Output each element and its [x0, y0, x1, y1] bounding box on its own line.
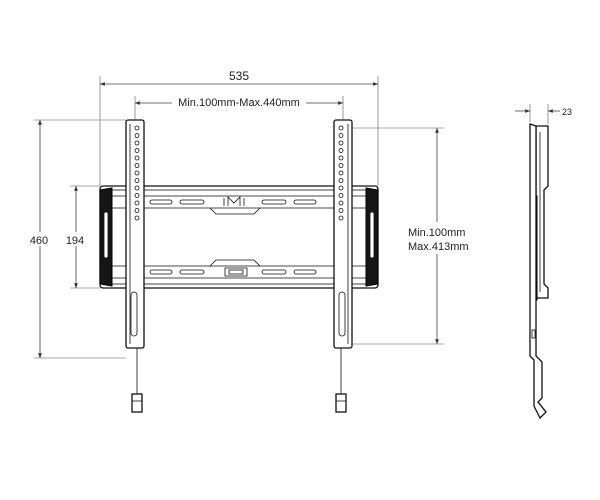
left-arm-hole — [134, 133, 140, 138]
right-arm-hole — [338, 200, 344, 206]
right-arm-hole — [338, 133, 344, 138]
dimension-overall-height: 460 — [24, 119, 126, 359]
dimension-overall-width: 535 — [99, 69, 379, 186]
bubble-level — [224, 267, 248, 277]
right-arm-hole — [338, 125, 344, 131]
right-arm-hole — [338, 163, 344, 168]
side-view: 23 — [515, 104, 572, 420]
right-arm-hole — [338, 185, 344, 191]
overall-height-label: 460 — [30, 235, 48, 247]
wall-plate — [99, 185, 379, 289]
left-arm-hole — [134, 148, 140, 153]
front-view: 535 Min.100mm-Max.440mm 460 194 — [24, 69, 474, 413]
left-arm-hole — [134, 163, 140, 168]
right-arm-hole — [338, 178, 344, 183]
right-vertical-arm — [333, 119, 353, 413]
right-arm-hole — [338, 193, 344, 198]
dimension-vesa-horizontal: Min.100mm-Max.440mm — [134, 94, 344, 120]
left-arm-hole — [134, 140, 140, 146]
dimension-depth: 23 — [515, 104, 572, 124]
left-spacer-pad — [99, 187, 113, 287]
vesa-vertical-max-label: Max.413mm — [408, 241, 469, 253]
side-vertical-arm — [529, 123, 547, 420]
overall-width-label: 535 — [229, 69, 249, 83]
dimension-bracket-height: 194 — [60, 185, 100, 289]
left-arm-hole — [134, 170, 140, 176]
left-arm-hole — [134, 215, 140, 221]
left-arm-hole — [134, 200, 140, 206]
right-arm-holes — [338, 125, 344, 221]
left-arm-hole — [134, 185, 140, 191]
right-arm-hole — [338, 215, 344, 221]
left-arm-hole — [134, 193, 140, 198]
right-arm-hole — [338, 140, 344, 146]
right-arm-hole — [338, 208, 344, 213]
left-vertical-arm — [125, 119, 145, 413]
depth-label: 23 — [562, 107, 572, 117]
vesa-vertical-min-label: Min.100mm — [408, 227, 465, 239]
dimension-vesa-vertical: Min.100mm Max.413mm — [352, 127, 474, 345]
right-arm-hole — [338, 155, 344, 161]
right-arm-hole — [338, 170, 344, 176]
right-safety-lock — [335, 393, 347, 413]
side-wall-plate — [535, 125, 549, 299]
right-spacer-pad — [365, 187, 379, 287]
vesa-horizontal-label: Min.100mm-Max.440mm — [178, 97, 300, 109]
left-arm-hole — [134, 208, 140, 213]
right-arm-hole — [338, 148, 344, 153]
left-arm-hole — [134, 155, 140, 161]
bracket-height-label: 194 — [66, 235, 84, 247]
left-safety-lock — [131, 393, 143, 413]
bottom-rail-slots — [149, 269, 317, 275]
left-arm-hole — [134, 125, 140, 131]
left-arm-hole — [134, 178, 140, 183]
top-rail-slots — [149, 199, 317, 205]
brand-logo — [223, 196, 245, 206]
left-arm-holes — [134, 125, 140, 221]
